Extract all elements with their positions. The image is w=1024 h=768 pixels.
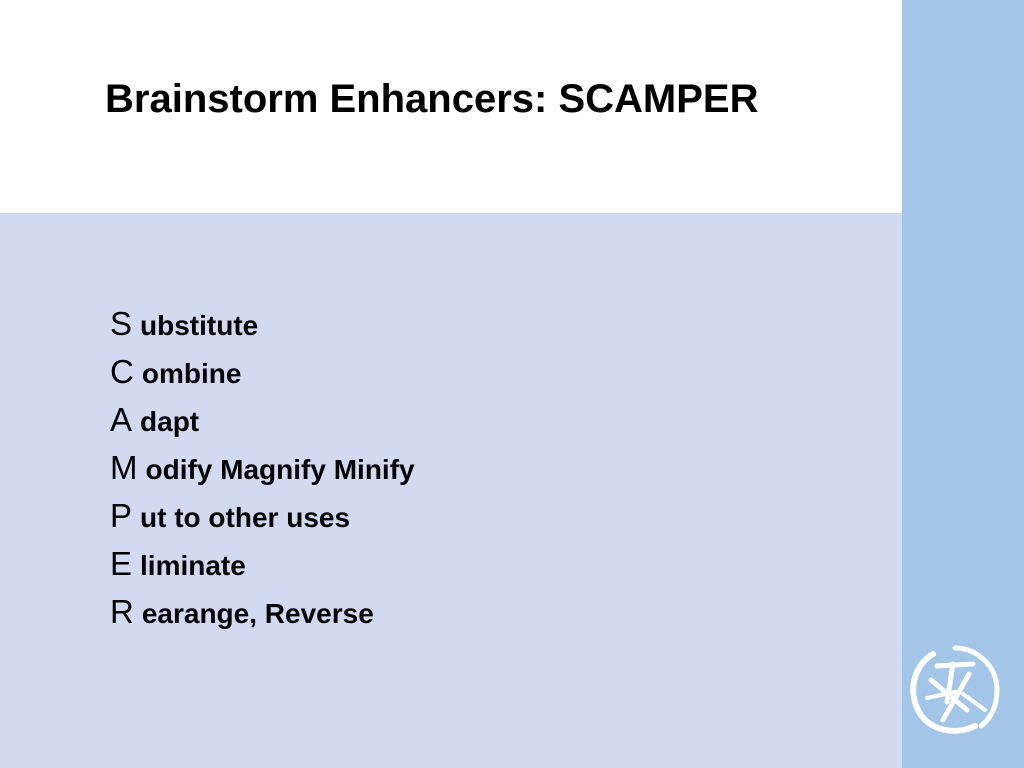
slide-title: Brainstorm Enhancers: SCAMPER: [105, 77, 759, 121]
list-item-letter: P: [110, 497, 133, 534]
list-item-text: odify Magnify Minify: [145, 454, 415, 485]
list-item-letter: A: [110, 401, 133, 438]
content-area: [0, 213, 902, 768]
list-item: P ut to other uses: [110, 492, 415, 540]
list-item-text: liminate: [140, 550, 246, 581]
list-item: E liminate: [110, 540, 415, 588]
list-item-text: dapt: [140, 406, 200, 437]
list-item-text: ombine: [141, 358, 242, 389]
list-item-text: ut to other uses: [140, 502, 351, 533]
list-item-letter: C: [110, 353, 134, 390]
list-item-letter: M: [110, 449, 138, 486]
circular-brush-logo-icon: [910, 645, 1000, 734]
list-item-letter: R: [110, 593, 134, 630]
side-bar: [902, 0, 1024, 768]
list-item-text: ubstitute: [140, 310, 259, 341]
list-item: A dapt: [110, 396, 415, 444]
list-item-letter: E: [110, 545, 133, 582]
list-item-text: earange, Reverse: [141, 598, 374, 629]
list-item: R earange, Reverse: [110, 588, 415, 636]
list-item: C ombine: [110, 348, 415, 396]
scamper-list: S ubstitute C ombine A dapt M odify Magn…: [110, 300, 415, 636]
list-item-letter: S: [110, 305, 133, 342]
list-item: S ubstitute: [110, 300, 415, 348]
title-area: Brainstorm Enhancers: SCAMPER: [0, 0, 902, 213]
list-item: M odify Magnify Minify: [110, 444, 415, 492]
